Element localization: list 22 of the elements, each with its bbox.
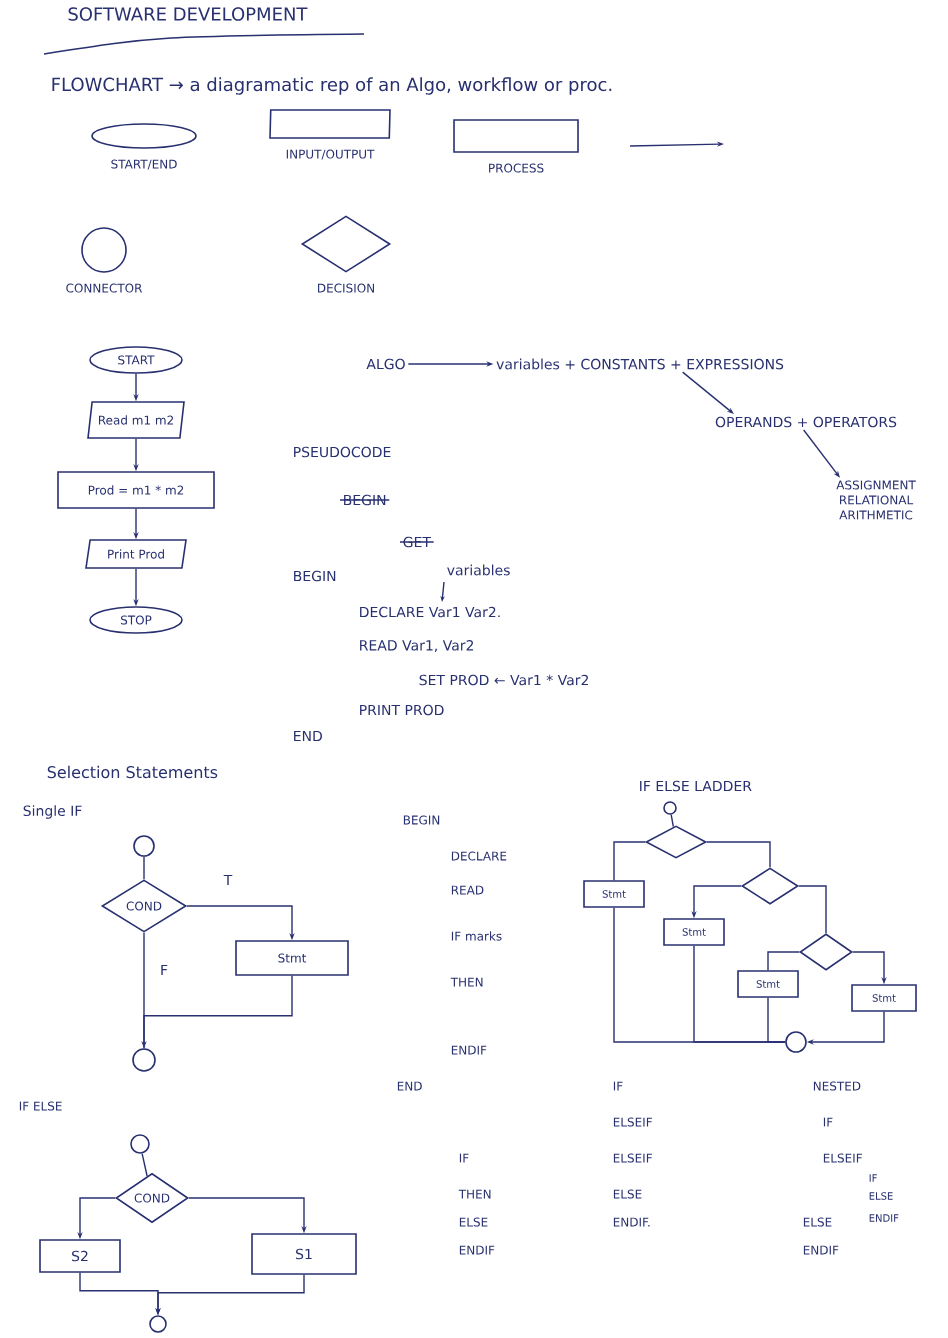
connector-line: [670, 814, 674, 828]
connector-circle: [132, 1048, 156, 1072]
connector-line: [143, 932, 145, 1049]
connector-circle: [785, 1031, 807, 1053]
connector-line: [141, 1152, 148, 1177]
connector-line: [706, 841, 771, 868]
connector-line: [767, 997, 786, 1043]
page-title: SOFTWARE DEVELOPMENT: [68, 7, 308, 21]
note-text: Selection Statements: [47, 765, 218, 779]
note-text: FLOWCHART → a diagramatic rep of an Algo, workflow or proc.: [52, 77, 612, 95]
terminal-oval: [91, 123, 197, 149]
connector-line: [767, 951, 800, 971]
io-parallelogram: [269, 109, 391, 139]
connector-circle: [130, 1134, 150, 1154]
connector-line: [798, 885, 827, 934]
arrow: [681, 371, 734, 414]
connector-line: [613, 841, 646, 881]
connector-circle: [149, 1315, 167, 1333]
connector-circle: [133, 835, 155, 857]
connector-circle: [81, 227, 127, 273]
process-box: [453, 119, 579, 153]
connector-line: [143, 856, 145, 880]
